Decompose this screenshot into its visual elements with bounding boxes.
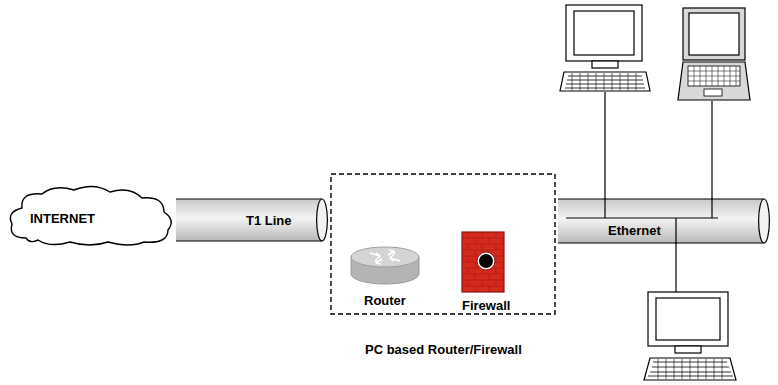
node-label: Firewall [462, 298, 510, 313]
network-wires [605, 92, 712, 292]
firewall-icon [448, 231, 518, 293]
desktop-computer [560, 5, 650, 91]
group-box: PC based Router/FirewallRouterFirewall [330, 173, 556, 315]
line-tube: T1 Line [176, 198, 328, 242]
node-label: INTERNET [30, 211, 95, 226]
group-box [330, 173, 556, 315]
group-label: PC based Router/Firewall [365, 342, 522, 357]
ethernet-tube: Ethernet [558, 198, 770, 244]
laptop-computer [678, 8, 750, 100]
router-icon: Router [348, 245, 422, 315]
desktop-computer [644, 292, 736, 380]
firewall-icon: Firewall [448, 231, 518, 315]
tube-outline [558, 198, 770, 244]
router-icon [348, 245, 422, 287]
node-label: Router [364, 293, 406, 308]
cloud-shape: INTERNET [4, 182, 178, 248]
node-label: Ethernet [608, 223, 661, 238]
node-label: T1 Line [246, 213, 292, 228]
